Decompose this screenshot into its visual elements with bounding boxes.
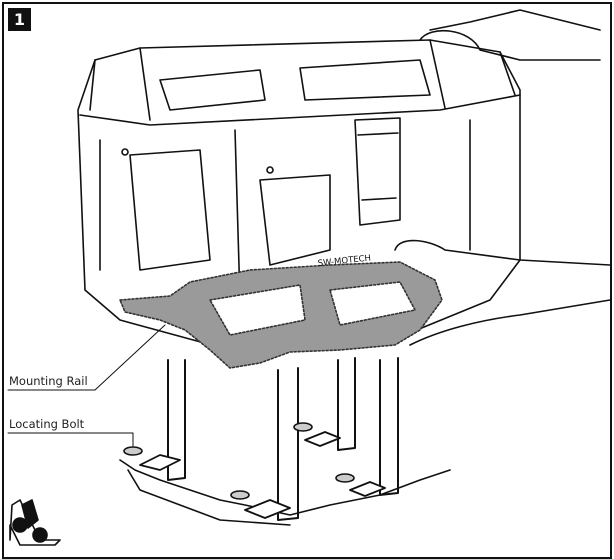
step-number-badge: 1: [8, 8, 31, 31]
insert-arrows: [139, 431, 386, 519]
straps: [167, 357, 399, 521]
locating-bolts: [123, 422, 355, 500]
mounting-rail-label: Mounting Rail: [9, 374, 88, 388]
brand-logo: [9, 499, 61, 546]
locating-bolt-label: Locating Bolt: [9, 417, 85, 431]
top-case: [77, 39, 521, 351]
mounting-rail: [119, 261, 443, 369]
latch: [354, 117, 401, 226]
hands: [394, 9, 611, 346]
callout-lines: [7, 324, 166, 447]
